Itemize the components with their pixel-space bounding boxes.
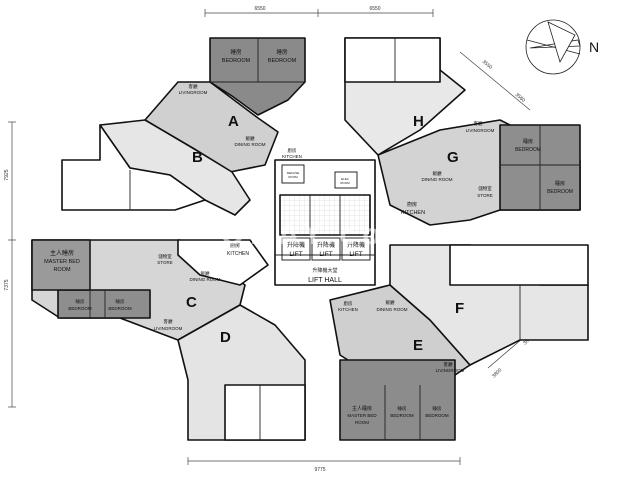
lift-2-en: LIFT [319, 251, 332, 258]
room-g-store-cn: 儲物室 [478, 185, 492, 192]
lift-3-cn: 升降機 [347, 241, 365, 249]
dim-diag-h-b: 3560 [514, 92, 527, 104]
room-e-living-cn: 客廳 [444, 361, 453, 368]
unit-label-h: H [413, 113, 424, 130]
room-b-kitchen-en: KITCHEN [227, 251, 249, 257]
room-g-bed2-cn: 睡房 [555, 180, 565, 187]
lift-1-en: LIFT [289, 251, 302, 258]
lift-3-en: LIFT [349, 251, 362, 258]
room-g-living-en: LIVINGROOM [466, 128, 495, 133]
room-e-bed1-cn: 睡房 [398, 405, 407, 412]
compass-north-label: N [589, 39, 599, 55]
room-g-dining-en: DINING ROOM [422, 177, 453, 182]
brand-cn: 千居 [44, 433, 62, 444]
room-e-bed2-cn: 睡房 [433, 405, 442, 412]
dim-top-right: 6550 [369, 6, 380, 12]
room-a-bed2-cn: 睡房 [276, 48, 288, 56]
room-c-bed2-en: BEDROOM [108, 306, 132, 311]
room-g-bed2-en: BEDROOM [547, 189, 573, 195]
walls [31, 37, 589, 441]
room-c-dining-cn: 飯廳 [201, 270, 210, 277]
unit-label-g: G [447, 149, 459, 166]
room-a-kitchen-en: KITCHEN [282, 154, 302, 159]
dim-left-upper: 7925 [4, 169, 10, 180]
room-c-bed1-en: BEDROOM [68, 306, 92, 311]
room-c-living-cn: 客廳 [164, 318, 173, 325]
room-g-dining-cn: 飯廳 [433, 170, 442, 177]
room-c-master-en2: ROOM [53, 267, 71, 273]
lift-1-cn: 升降機 [287, 241, 305, 249]
room-g-living-cn: 客廳 [474, 120, 483, 127]
lift-hall-en: LIFT HALL [308, 277, 342, 284]
dim-diag-h-a: 3550 [481, 59, 494, 71]
dim-left-lower: 7375 [4, 279, 10, 290]
room-a-bed1-en: BEDROOM [222, 58, 251, 64]
room-h-kitchen-en: KITCHEN [401, 210, 425, 216]
unit-label-d: D [220, 329, 231, 346]
room-elec-en2: ROOM [340, 181, 350, 185]
brand-en: SPACIOUS.HK [22, 451, 109, 463]
unit-label-f: F [455, 300, 464, 317]
room-a-bed1-cn: 睡房 [230, 48, 242, 56]
lift-cars [281, 164, 371, 261]
room-g-bed1-en: BEDROOM [515, 147, 541, 153]
room-a-bed2-en: BEDROOM [268, 58, 297, 64]
compass: N [525, 19, 599, 75]
room-e-kitchen-cn: 廚房 [344, 300, 353, 307]
room-c-dining-en: DINING ROOM [190, 277, 221, 282]
room-e-bed1-en: BEDROOM [390, 413, 414, 418]
unit-label-c: C [186, 294, 197, 311]
brand-mark-icon [27, 431, 41, 445]
unit-label-e: E [413, 337, 423, 354]
room-elec-en1: ELEC [341, 177, 350, 181]
room-h-kitchen-cn: 廚房 [407, 201, 417, 208]
room-e-master-en1: MASTER BED [347, 413, 377, 418]
room-e-master-en2: ROOM [355, 420, 369, 425]
unit-labels: A B C D E F G H [186, 113, 464, 354]
room-refuse-en1: REFUSE [287, 171, 299, 175]
dim-top-left: 6550 [254, 6, 265, 12]
room-g-bed1-cn: 睡房 [523, 138, 533, 145]
room-c-store-cn: 儲物室 [158, 253, 172, 260]
room-g-store-en: STORE [477, 193, 492, 198]
room-e-living-en: LIVINGROOM [436, 368, 465, 373]
dim-diag-e-b: 3800 [491, 367, 503, 379]
room-e-dining-en: DINING ROOM [377, 307, 408, 312]
room-b-kitchen-cn: 廚房 [230, 242, 240, 249]
room-c-store-en: STORE [157, 260, 172, 265]
room-e-master-cn: 主人睡房 [352, 405, 372, 412]
room-a-kitchen-cn: 廚房 [288, 147, 297, 154]
unit-label-a: A [228, 113, 239, 130]
room-c-living-en: LIVINGROOM [154, 326, 183, 331]
room-e-bed2-en: BEDROOM [425, 413, 449, 418]
room-c-master-cn: 主人睡房 [50, 249, 74, 257]
room-a-living-en: LIVINGROOM [179, 90, 208, 95]
room-c-master-en1: MASTER BED [44, 259, 80, 265]
lift-2-cn: 升降機 [317, 241, 335, 249]
partitions [89, 38, 580, 440]
room-labels: 睡房 BEDROOM 睡房 BEDROOM 客廳 LIVINGROOM 飯廳 D… [44, 48, 573, 425]
lift-hall-cn: 升降機大堂 [312, 267, 337, 274]
unit-label-b: B [192, 149, 203, 166]
watermark: OKAY.com [221, 218, 420, 251]
room-refuse-en2: ROOM [288, 175, 298, 179]
room-a-living-cn: 客廳 [189, 83, 198, 90]
room-e-kitchen-en: KITCHEN [338, 307, 358, 312]
room-a-dining-cn: 飯廳 [246, 135, 255, 142]
dim-bottom: 9775 [314, 467, 325, 473]
room-e-dining-cn: 飯廳 [386, 299, 395, 306]
brand-logo: 千居 SPACIOUS.HK [22, 431, 109, 463]
room-c-bed1-cn: 睡房 [76, 298, 85, 305]
room-a-dining-en: DINING ROOM [235, 142, 266, 147]
room-c-bed2-cn: 睡房 [116, 298, 125, 305]
